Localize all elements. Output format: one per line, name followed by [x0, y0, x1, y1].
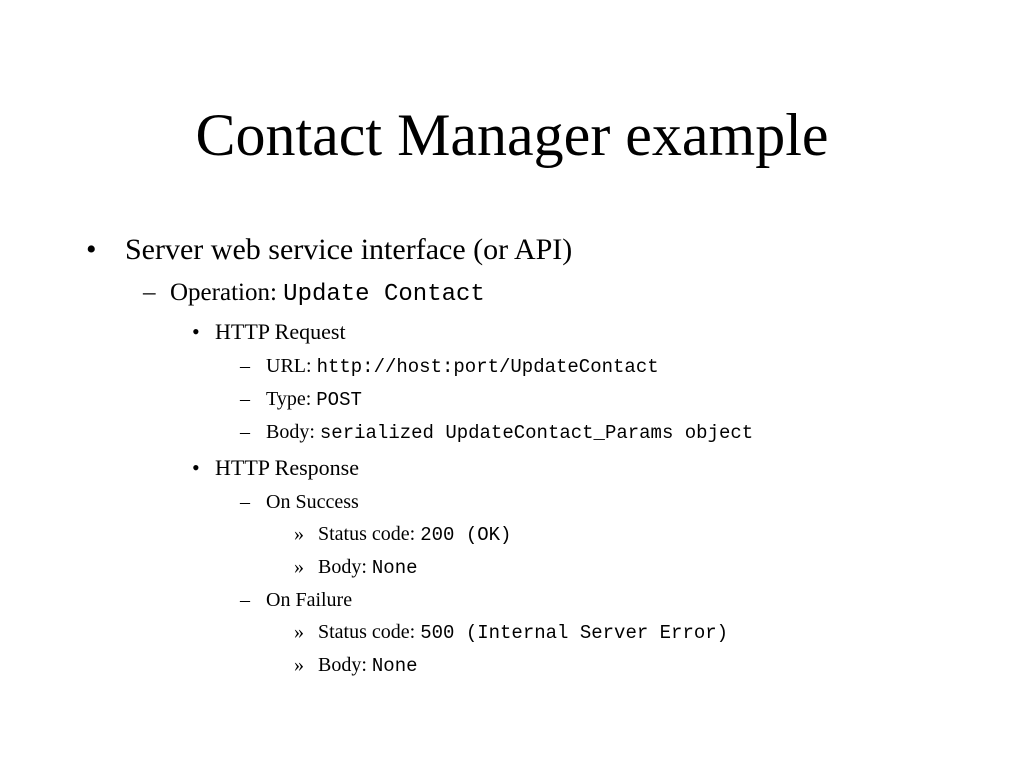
request-url: URL: http://host:port/UpdateContact — [266, 354, 659, 379]
item-label: Type: — [266, 388, 317, 410]
item-value: 200 (OK) — [420, 524, 512, 546]
item-value: None — [371, 655, 418, 677]
dash-marker: – — [240, 388, 250, 410]
bullet-marker: • — [86, 233, 97, 266]
bullet-marker: • — [192, 319, 200, 344]
item-value: None — [371, 557, 418, 579]
operation-label: Operation: — [170, 279, 284, 306]
item-label: Body: — [266, 421, 320, 443]
item-value: 500 (Internal Server Error) — [420, 622, 729, 644]
operation-value: Update Contact — [283, 281, 485, 308]
request-type: Type: POST — [266, 387, 362, 412]
item-label: URL: — [266, 355, 317, 377]
chevron-marker: » — [294, 621, 304, 643]
item-text: On Success — [266, 491, 359, 513]
failure-body: Body: None — [318, 653, 418, 678]
dash-marker: – — [240, 421, 250, 443]
chevron-marker: » — [294, 523, 304, 545]
item-label: Body: — [318, 556, 372, 578]
dash-marker: – — [240, 589, 250, 611]
item-label: Body: — [318, 654, 372, 676]
success-body: Body: None — [318, 555, 418, 580]
item-value: http://host:port/UpdateContact — [316, 356, 659, 378]
bullet-http-response: HTTP Response — [215, 455, 359, 481]
on-success: On Success — [266, 490, 359, 514]
item-label: Status code: — [318, 621, 421, 643]
bullet-text: HTTP Response — [215, 455, 360, 480]
success-status-code: Status code: 200 (OK) — [318, 522, 511, 547]
item-label: Status code: — [318, 523, 421, 545]
chevron-marker: » — [294, 556, 304, 578]
on-failure: On Failure — [266, 588, 352, 612]
dash-marker: – — [240, 355, 250, 377]
dash-marker: – — [143, 279, 156, 306]
failure-status-code: Status code: 500 (Internal Server Error) — [318, 620, 728, 645]
chevron-marker: » — [294, 654, 304, 676]
dash-marker: – — [240, 491, 250, 513]
bullet-operation: Operation: Update Contact — [170, 278, 485, 310]
bullet-marker: • — [192, 455, 200, 480]
item-value: POST — [316, 389, 362, 411]
request-body: Body: serialized UpdateContact_Params ob… — [266, 420, 753, 445]
bullet-server-interface: Server web service interface (or API) — [125, 233, 572, 267]
item-text: On Failure — [266, 589, 353, 611]
item-value: serialized UpdateContact_Params object — [319, 422, 754, 444]
bullet-text: HTTP Request — [215, 319, 346, 344]
bullet-text: Server web service interface (or API) — [125, 233, 573, 266]
slide-title: Contact Manager example — [195, 102, 829, 168]
bullet-http-request: HTTP Request — [215, 319, 346, 345]
